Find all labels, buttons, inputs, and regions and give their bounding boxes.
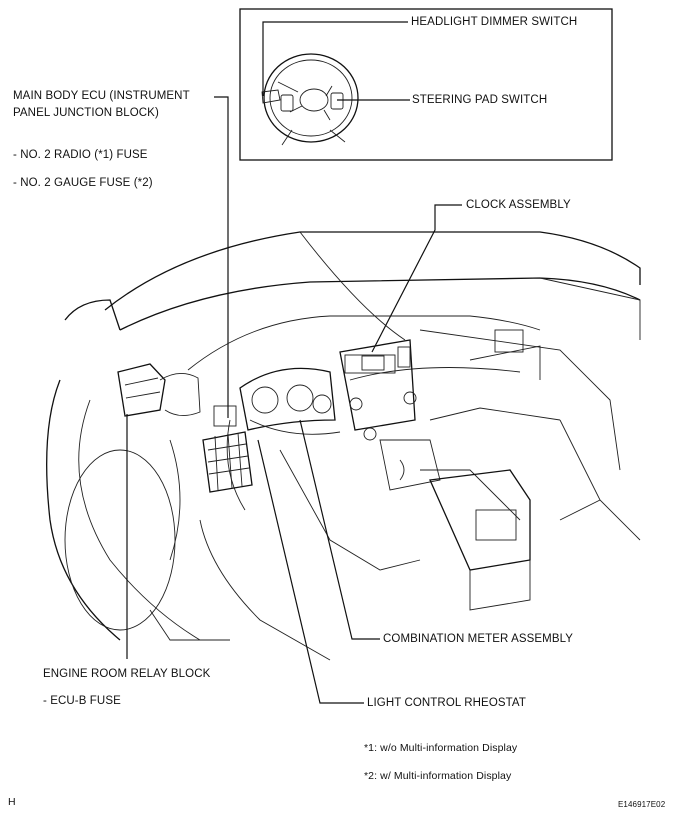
- label-steering-pad-switch: STEERING PAD SWITCH: [412, 94, 548, 106]
- steering-wheel-illustration: [261, 53, 359, 146]
- label-no2-radio-fuse: - NO. 2 RADIO (*1) FUSE: [13, 149, 148, 161]
- leader-light-control-rheostat: [257, 439, 364, 704]
- figure-id: E146917E02: [618, 800, 666, 809]
- label-combination-meter-assembly: COMBINATION METER ASSEMBLY: [383, 633, 574, 645]
- note-2: *2: w/ Multi-information Display: [364, 770, 512, 782]
- center-console: [339, 339, 531, 611]
- label-main-body-ecu-line2: PANEL JUNCTION BLOCK): [13, 107, 159, 119]
- note-1: *1: w/o Multi-information Display: [364, 742, 518, 754]
- label-light-control-rheostat: LIGHT CONTROL RHEOSTAT: [367, 697, 526, 709]
- leader-main-body-ecu: [214, 96, 229, 418]
- label-engine-room-relay-block: ENGINE ROOM RELAY BLOCK: [43, 668, 211, 680]
- vehicle-body-left: [46, 299, 641, 661]
- leader-headlight-dimmer: [262, 21, 408, 96]
- label-main-body-ecu-line1: MAIN BODY ECU (INSTRUMENT: [13, 90, 190, 102]
- junction-block: [202, 405, 253, 493]
- combination-meter-area: [226, 367, 341, 511]
- label-ecu-b-fuse: - ECU-B FUSE: [43, 695, 121, 707]
- label-no2-gauge-fuse: - NO. 2 GAUGE FUSE (*2): [13, 177, 153, 189]
- engine-room-relay-block: [117, 363, 201, 417]
- steering-wheel-inset-frame: [239, 8, 613, 161]
- leader-clock-assembly: [371, 204, 462, 353]
- leader-combination-meter: [299, 419, 380, 640]
- dashboard-outline: [104, 231, 641, 471]
- corner-letter: H: [8, 796, 16, 808]
- label-clock-assembly: CLOCK ASSEMBLY: [466, 199, 571, 211]
- label-headlight-dimmer-switch: HEADLIGHT DIMMER SWITCH: [411, 16, 578, 28]
